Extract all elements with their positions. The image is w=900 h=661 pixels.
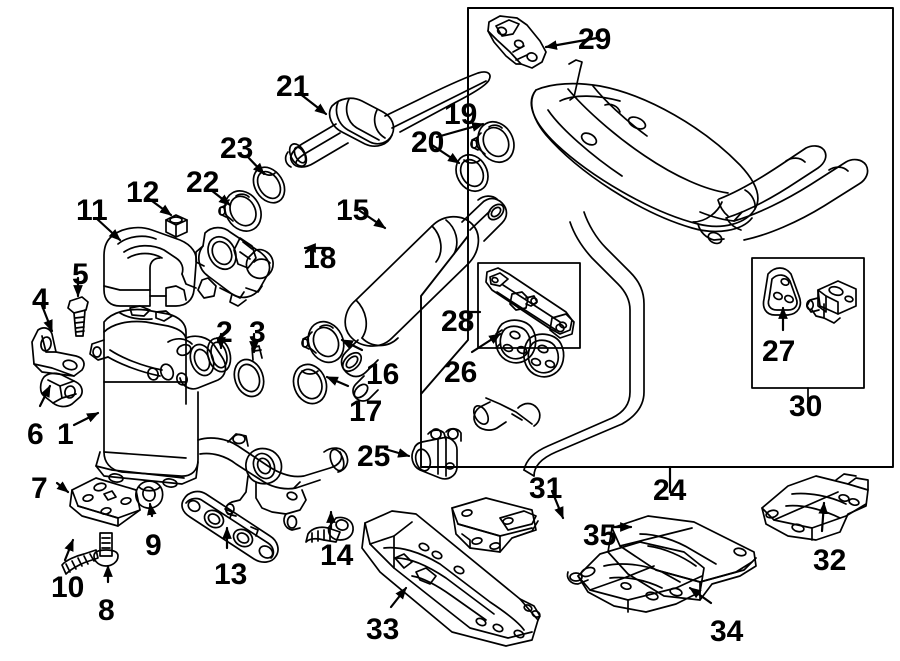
callout-6[interactable]: 6 [27,418,44,451]
callout-10[interactable]: 10 [51,571,85,604]
callout-11[interactable]: 11 [76,194,108,227]
part-24-tailpipes [697,145,869,245]
callout-19[interactable]: 19 [444,98,478,131]
part-3-clamp [233,345,265,398]
part-9-nut [135,480,164,509]
part-2-seal-ring [206,337,232,373]
callout-28[interactable]: 28 [441,305,475,338]
part-8-bolt [93,532,119,567]
part-17-seal-ring [292,363,328,405]
callout-35[interactable]: 35 [583,519,617,552]
part-35-heat-shield [607,515,757,601]
callout-7[interactable]: 7 [31,472,48,505]
callout-14[interactable]: 14 [320,539,354,572]
callout-2[interactable]: 2 [216,316,233,349]
inset-box-30 [751,257,865,389]
callout-31[interactable]: 31 [529,472,563,505]
callout-15[interactable]: 15 [336,194,370,227]
callout-18[interactable]: 18 [303,242,337,275]
part-19-clamp [470,120,515,164]
part-6-clamp-block [39,372,83,408]
part-7-mounting-bracket [69,477,141,527]
leader-lines [38,36,829,609]
part-29-mount-bracket [487,15,547,69]
part-25-clamp [411,427,462,480]
callout-30[interactable]: 30 [789,390,823,423]
callout-34[interactable]: 34 [710,615,744,648]
callout-29[interactable]: 29 [578,23,612,56]
part-30-hanger-bracket [805,280,857,324]
part-12-nut [165,214,188,238]
callout-1[interactable]: 1 [57,418,74,451]
part-5-bolt [67,296,89,337]
callout-9[interactable]: 9 [145,529,162,562]
callout-20[interactable]: 20 [411,126,445,159]
callout-23[interactable]: 23 [220,132,254,165]
callout-16[interactable]: 16 [366,358,400,391]
part-31-heat-shield [451,497,539,553]
callout-27[interactable]: 27 [762,335,796,368]
callout-12[interactable]: 12 [126,176,160,209]
part-33-tunnel-heat-shield [361,510,541,647]
part-16-clamp [301,320,345,364]
callout-17[interactable]: 17 [349,395,383,428]
part-24-exhaust-pipe [472,211,645,477]
part-18-valve-body [195,226,274,307]
part-32-heat-shield [761,473,869,541]
callout-24[interactable]: 24 [653,474,687,507]
part-24-rear-muffler [530,59,759,233]
part-27-rubber-hanger [762,267,802,316]
callout-4[interactable]: 4 [32,283,49,316]
part-28-crossmember-bracket [485,267,575,339]
callout-5[interactable]: 5 [72,258,89,291]
callout-26[interactable]: 26 [444,356,478,389]
callout-8[interactable]: 8 [98,594,115,627]
part-23-seal-ring [252,166,286,204]
part-15-resonator [340,195,508,402]
callout-13[interactable]: 13 [214,558,248,591]
part-11-heat-shield-cover [103,226,198,307]
part-20-seal-ring [455,153,489,193]
callout-22[interactable]: 22 [186,166,220,199]
part-13-manifold-gasket [181,490,279,563]
callout-21[interactable]: 21 [276,70,310,103]
callout-33[interactable]: 33 [366,613,400,646]
part-21-catalytic-converter [284,71,491,168]
callout-3[interactable]: 3 [249,316,266,349]
callout-32[interactable]: 32 [813,544,847,577]
part-10-stud [61,549,99,575]
part-14-bolt [305,516,354,543]
group-boundary-24 [420,7,894,468]
callout-25[interactable]: 25 [357,440,391,473]
